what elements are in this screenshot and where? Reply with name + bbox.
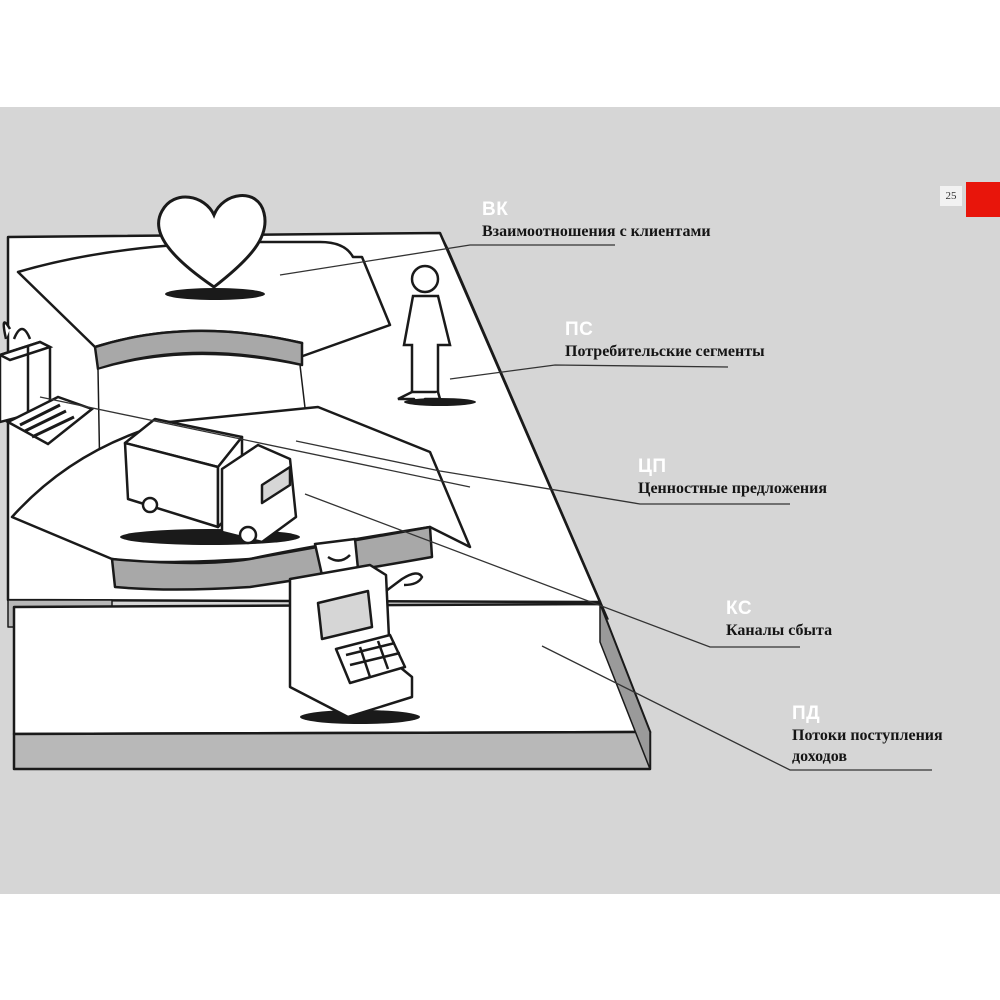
label-value-code: ЦП <box>638 456 667 477</box>
page-color-tab <box>966 182 1000 217</box>
cash-register-icon <box>288 537 424 724</box>
label-revenue-code: ПД <box>792 703 821 724</box>
label-segments-code: ПС <box>565 319 594 340</box>
sketch-page: 25 <box>0 107 1000 894</box>
label-value: ЦП Ценностные предложения <box>638 456 827 499</box>
label-channels-name: Каналы сбыта <box>726 622 833 639</box>
person-icon <box>397 264 476 406</box>
label-relationships-code: ВК <box>482 199 509 220</box>
leader-lines <box>39 244 932 771</box>
label-segments: ПС Потребительские сегменты <box>565 319 765 362</box>
label-relationships-name: Взаимоотношения с клиентами <box>482 223 711 240</box>
keyboard-icon <box>5 395 95 446</box>
label-segments-name: Потребительские сегменты <box>565 343 765 360</box>
business-model-sketch <box>0 194 932 771</box>
label-relationships: ВК Взаимоотношения с клиентами <box>482 199 711 242</box>
label-revenue: ПД Потоки поступления доходов <box>792 703 982 767</box>
page-number: 25 <box>940 186 962 206</box>
label-channels: КС Каналы сбыта <box>726 598 832 641</box>
gift-icon <box>0 321 54 424</box>
label-revenue-name: Потоки поступления доходов <box>792 727 943 765</box>
label-value-name: Ценностные предложения <box>638 480 828 497</box>
label-channels-code: КС <box>726 598 753 619</box>
truck-icon <box>120 417 300 545</box>
heart-icon <box>157 194 267 300</box>
